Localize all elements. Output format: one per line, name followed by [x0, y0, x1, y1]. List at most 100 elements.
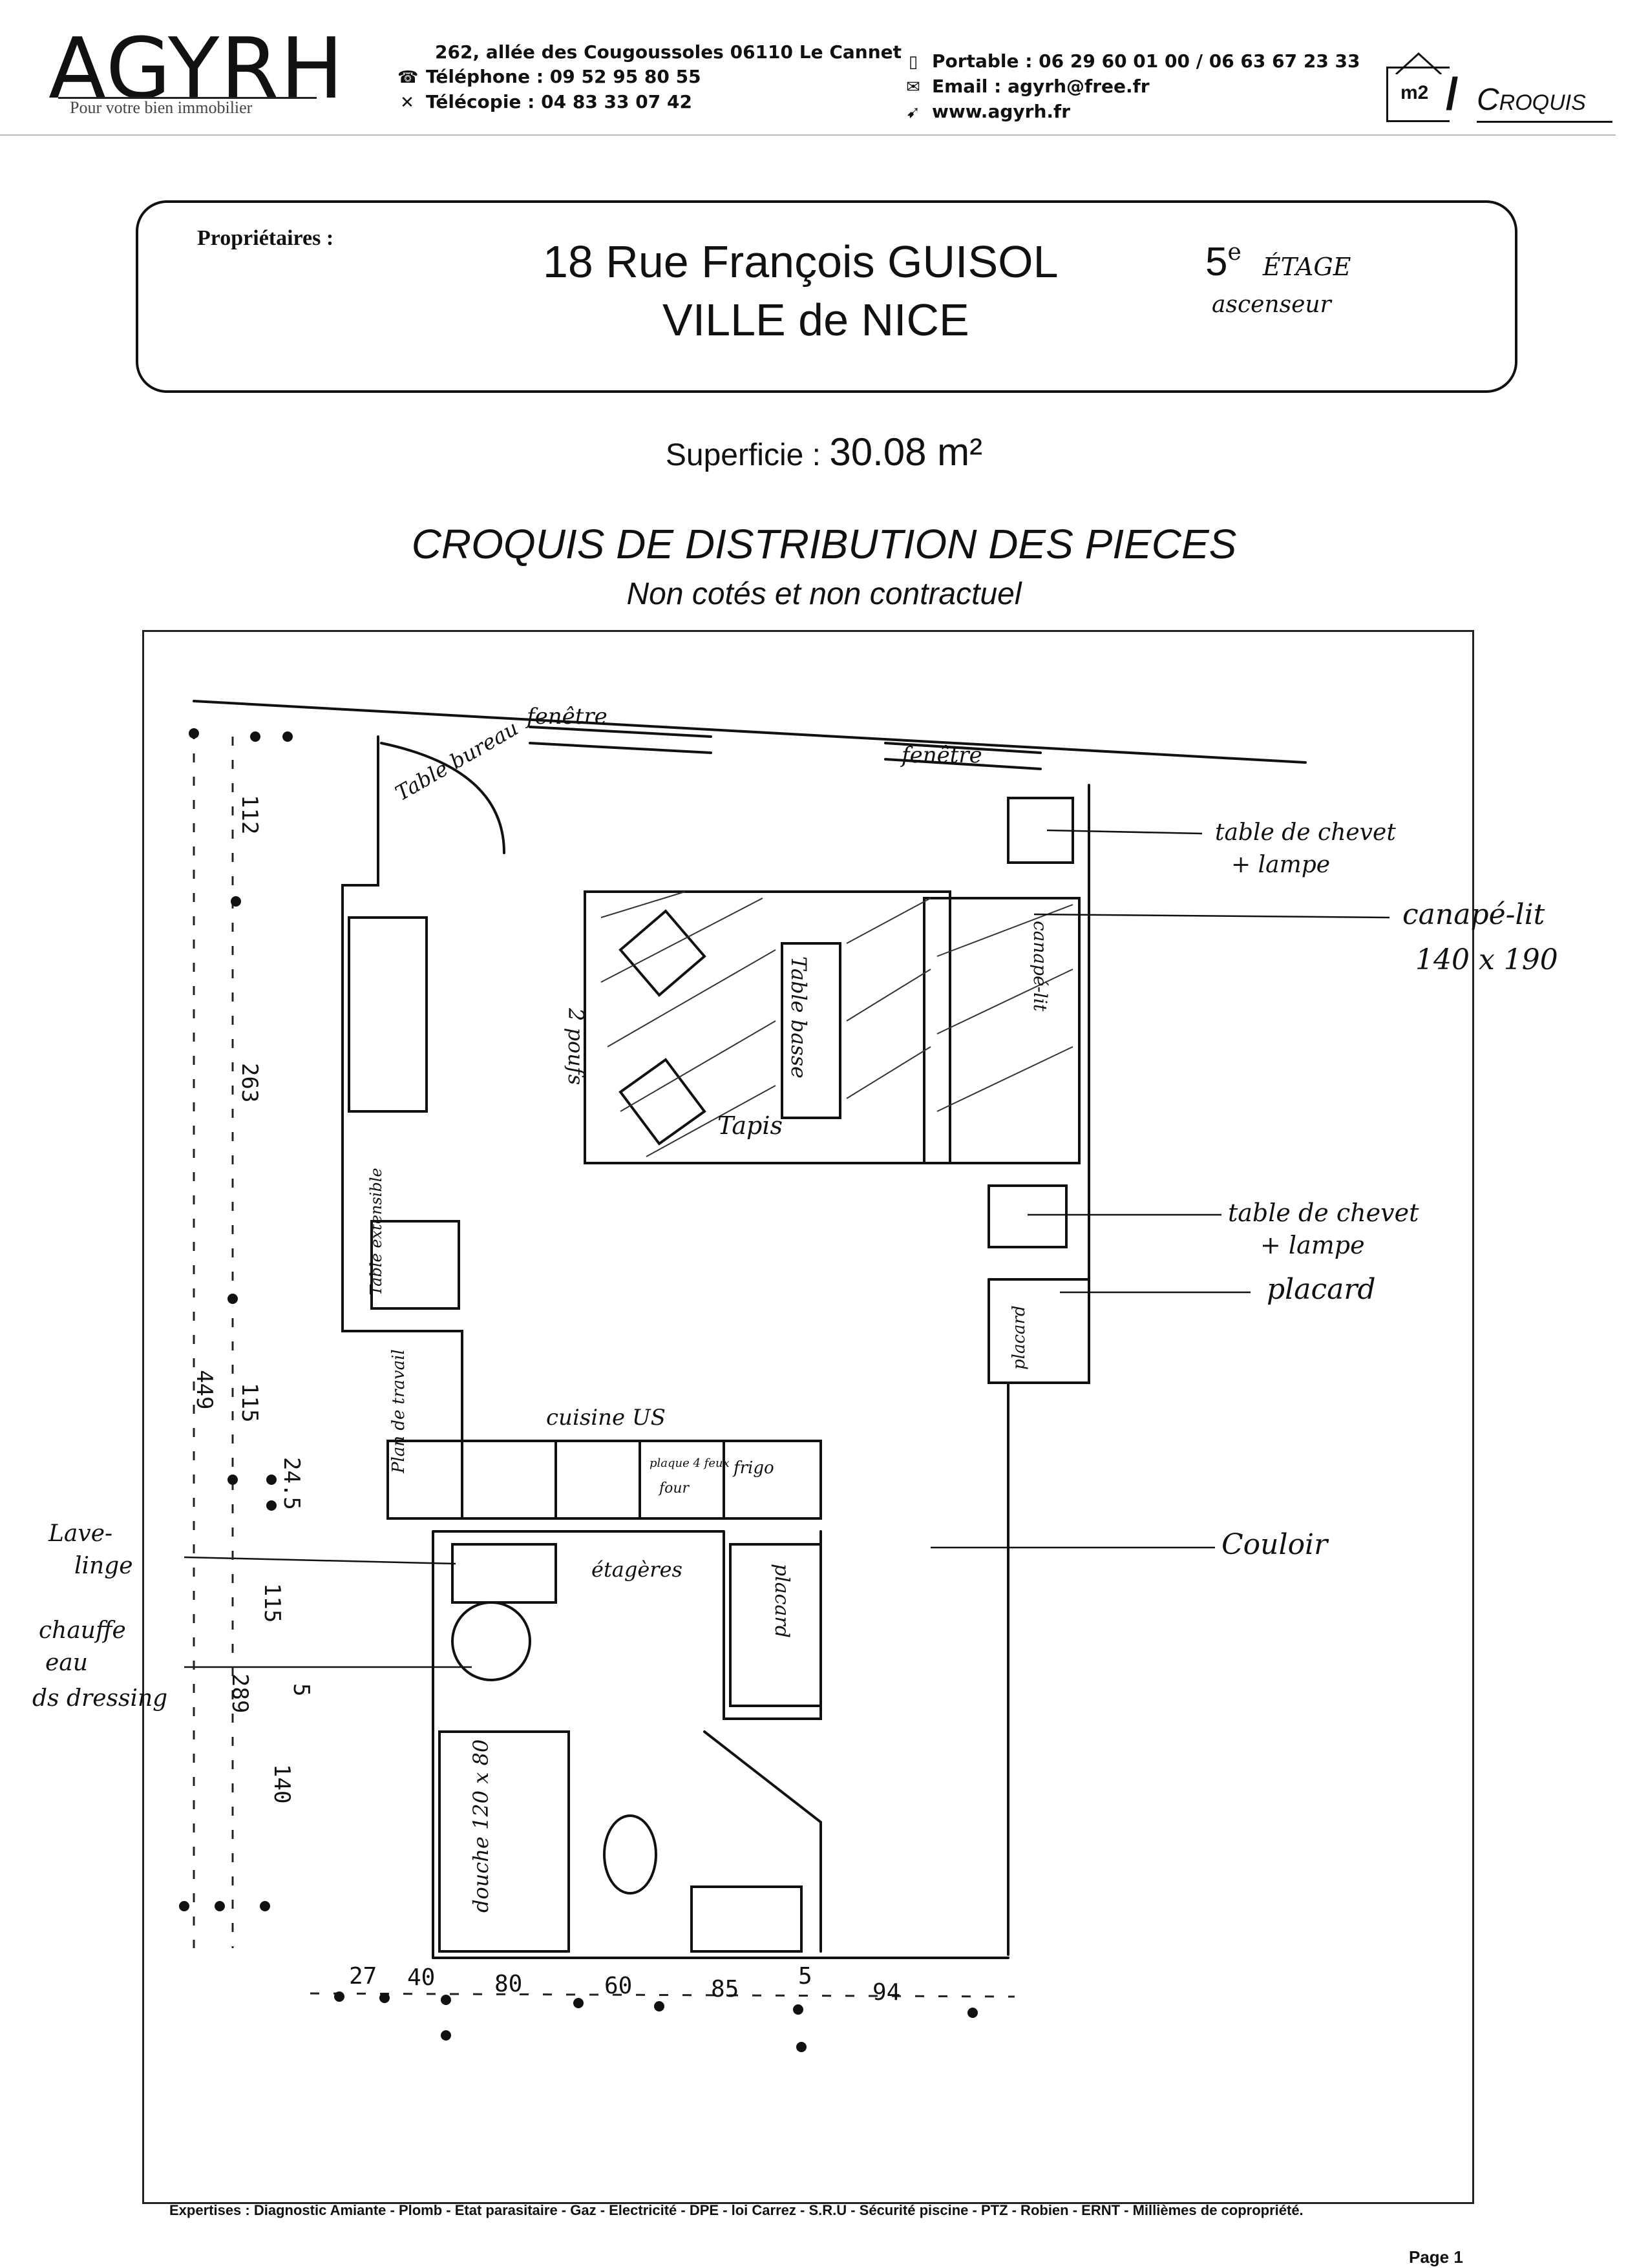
dim-v-245: 24.5 — [279, 1457, 304, 1510]
sofa-bed — [923, 897, 1081, 1164]
mobile-icon: ▯ — [908, 52, 918, 72]
company-email: Email : agyrh@free.fr — [932, 76, 1150, 97]
contact-block-right: ▯ Portable : 06 29 60 01 00 / 06 63 67 23… — [903, 49, 1360, 125]
facade-wall — [193, 700, 1307, 764]
document-type-label: Croquis — [1477, 83, 1586, 117]
plan-heading: CROQUIS DE DISTRIBUTION DES PIECES — [411, 521, 1237, 567]
surface: Superficie : 30.08 m² — [0, 430, 1648, 474]
contact-block-left: 262, allée des Cougoussoles 06110 Le Can… — [397, 40, 902, 115]
kitchen-label: cuisine US — [546, 1405, 666, 1431]
dimension-markers — [179, 728, 1015, 2052]
coffee-table-label: Table basse — [787, 956, 811, 1078]
water-heater — [451, 1601, 532, 1681]
worktop — [386, 1330, 463, 1520]
desk-arc — [380, 742, 505, 854]
property-title-box — [136, 200, 1517, 393]
dim-v-140: 140 — [269, 1764, 295, 1803]
m2-label: m2 — [1400, 82, 1429, 103]
pouf-top — [618, 909, 706, 997]
dim-h-94: 94 — [872, 1979, 900, 2006]
rug-hatching — [600, 891, 1073, 1157]
bedside-top — [1007, 797, 1074, 864]
arrow-icon: ➹ — [906, 103, 920, 122]
property-address: 18 Rue François GUISOL VILLE de NICE — [543, 233, 1189, 349]
dim-v-289: 289 — [227, 1674, 253, 1713]
page-number: Page 1 — [1409, 2247, 1463, 2267]
shelf-box — [451, 1543, 557, 1604]
shower-label: douche 120 x 80 — [469, 1739, 493, 1913]
callout-washing-machine-2: linge — [74, 1553, 133, 1579]
hob-label: plaque 4 feux — [650, 1456, 730, 1470]
window-label-right: fenêtre — [900, 742, 982, 768]
house-outline-icon — [1386, 67, 1450, 122]
callout-bedside-bottom-1: table de chevet — [1228, 1199, 1419, 1227]
company-address: 262, allée des Cougoussoles 06110 Le Can… — [435, 41, 902, 63]
desk-label: Table bureau — [391, 716, 522, 806]
dim-h-80: 80 — [494, 1971, 522, 1997]
sink-box — [690, 1885, 803, 1953]
dim-v-115-top: 115 — [237, 1383, 262, 1422]
dim-h-40: 40 — [407, 1964, 435, 1991]
window-left — [529, 726, 712, 754]
footer-services: Expertises : Diagnostic Amiante - Plomb … — [169, 2202, 1304, 2218]
fax-icon: ✕ — [400, 93, 414, 112]
header-rule — [0, 134, 1616, 136]
floor-suffix: e — [1227, 239, 1241, 266]
dim-h-60: 60 — [604, 1973, 632, 1999]
floor-word: ÉTAGE — [1262, 253, 1351, 281]
bathroom-door-diagonal — [703, 1730, 822, 1953]
shower-box — [438, 1730, 570, 1953]
property-floor: 5e ÉTAGE ascenseur — [1205, 239, 1351, 318]
surface-label: Superficie : — [665, 438, 821, 472]
pouf-bottom — [618, 1058, 706, 1146]
wall-left-upper — [341, 735, 389, 1332]
plan-subheading: Non cotés et non contractuel — [626, 577, 1022, 611]
dim-v-115-bottom: 115 — [259, 1583, 285, 1622]
dim-v-263: 263 — [237, 1063, 262, 1102]
dim-v-112: 112 — [237, 795, 262, 834]
shelves-label: étagères — [591, 1557, 682, 1582]
callout-corridor: Couloir — [1221, 1528, 1329, 1561]
floor-number: 5 — [1205, 240, 1228, 284]
cupboard-label: placard — [770, 1564, 793, 1638]
dim-v-449: 449 — [191, 1370, 217, 1409]
callout-water-heater-3: ds dressing — [32, 1685, 167, 1712]
callout-sofa-bed-2: 140 x 190 — [1415, 943, 1558, 976]
slash-mark: / — [1446, 68, 1459, 119]
wall-right-closet — [988, 1278, 1090, 1384]
elevator-note: ascenseur — [1212, 291, 1331, 318]
coffee-table — [781, 942, 841, 1119]
toilet — [603, 1814, 658, 1895]
kitchen-counter — [386, 1440, 822, 1520]
sofa-bed-inner-label: canapé-lit — [1030, 921, 1051, 1012]
callout-closet: placard — [1267, 1273, 1376, 1306]
dim-v-5: 5 — [288, 1683, 314, 1696]
rug-label: Tapis — [717, 1111, 783, 1140]
fridge-label: frigo — [732, 1458, 774, 1478]
window-right — [884, 742, 1042, 770]
callout-washing-machine-1: Lave- — [48, 1520, 112, 1547]
company-portable: Portable : 06 29 60 01 00 / 06 63 67 23 … — [932, 50, 1360, 72]
hall-closet-label: placard — [1009, 1305, 1029, 1370]
property-street: 18 Rue François GUISOL — [543, 236, 1059, 287]
property-city: VILLE de NICE — [662, 295, 969, 345]
company-telephone: Téléphone : 09 52 95 80 55 — [426, 66, 701, 87]
company-logo-name: AGYRH — [48, 19, 345, 118]
kitchen-divisions — [555, 1440, 725, 1520]
surface-value: 30.08 m² — [829, 430, 983, 474]
dim-h-27: 27 — [349, 1963, 377, 1990]
extension-table — [370, 1220, 460, 1310]
owners-label: Propriétaires : — [197, 226, 334, 250]
bedside-bottom — [988, 1184, 1068, 1248]
oven-label: four — [658, 1480, 690, 1496]
logo-underline — [58, 97, 317, 99]
callout-leaders — [184, 829, 1390, 1668]
company-tagline: Pour votre bien immobilier — [70, 98, 253, 117]
callout-bedside-top-2: + lampe — [1231, 852, 1330, 878]
dim-h-5: 5 — [798, 1963, 812, 1990]
callout-water-heater-1: chauffe — [39, 1617, 126, 1644]
document-type-underline — [1477, 121, 1612, 123]
callout-bedside-top-1: table de chevet — [1215, 819, 1396, 846]
phone-icon: ☎ — [397, 68, 419, 87]
